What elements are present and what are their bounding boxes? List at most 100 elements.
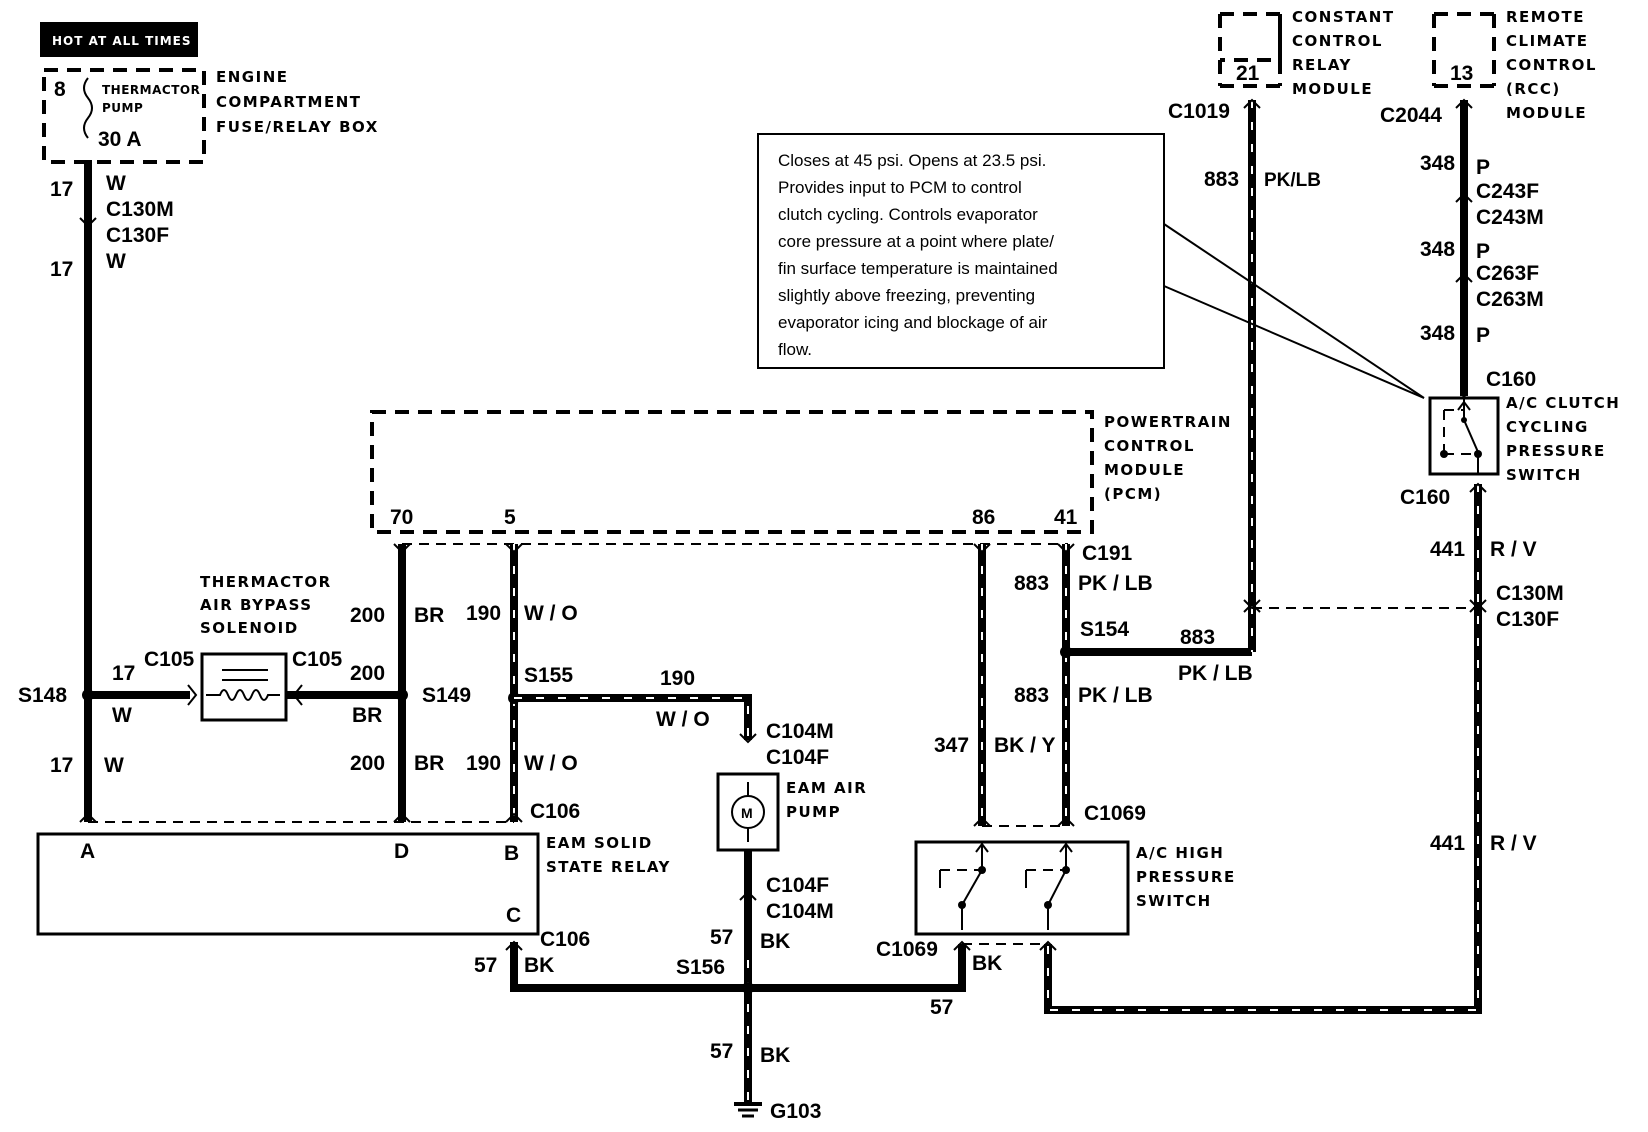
rcc-label-1: REMOTE xyxy=(1506,8,1585,26)
wire-57-label-c: 57 xyxy=(474,954,497,977)
wire-rv-label-a: R / V xyxy=(1490,538,1537,561)
ac-cycling-label-2: CYCLING xyxy=(1506,418,1589,436)
wire-883-label-b: 883 xyxy=(1014,684,1049,707)
c130f-label-left: C130F xyxy=(106,224,169,247)
wire-57-label-b: 57 xyxy=(710,1040,733,1063)
ac-cycling-label-3: PRESSURE xyxy=(1506,442,1606,460)
wire-p-label-b: P xyxy=(1476,240,1490,263)
wire-p-label-c: P xyxy=(1476,324,1490,347)
wire-883-label-c: 883 xyxy=(1180,626,1215,649)
relay-pin-d: D xyxy=(394,840,409,863)
c130m-label-right: C130M xyxy=(1496,582,1564,605)
wire-w-label-a: W xyxy=(106,172,126,195)
c160-label-upper: C160 xyxy=(1486,368,1536,391)
eam-pump-label-1: EAM AIR xyxy=(786,779,867,797)
pcm-label-4: (PCM) xyxy=(1104,485,1162,503)
wire-190-wo-to-pump xyxy=(514,694,752,740)
wire-190-label-c: 190 xyxy=(660,667,695,690)
eam-relay-label-2: STATE RELAY xyxy=(546,858,671,876)
relay-pin-c: C xyxy=(506,904,521,927)
pin70-terminal-icon xyxy=(393,543,411,554)
s155-label: S155 xyxy=(524,664,573,687)
wire-57-label-d: 57 xyxy=(930,996,953,1019)
c130m-label-left: C130M xyxy=(106,198,174,221)
wire-441-r-v xyxy=(1044,484,1482,1014)
rcc-label-4: (RCC) xyxy=(1506,80,1561,98)
c104-lower-icon xyxy=(739,890,757,901)
c160-lower-icon xyxy=(1469,482,1487,493)
crc-label-4: MODULE xyxy=(1292,80,1373,98)
relay-pin-b: B xyxy=(504,842,519,865)
switch-lower-right-icon xyxy=(1039,940,1057,951)
wire-17-label-a: 17 xyxy=(50,178,73,201)
wire-348-label-b: 348 xyxy=(1420,238,1455,261)
rcc-pin: 13 xyxy=(1450,62,1473,85)
c2044-icon xyxy=(1455,98,1473,109)
c1019-label: C1019 xyxy=(1168,100,1230,123)
wire-200-label-c: 200 xyxy=(350,662,385,685)
solenoid-label-2: AIR BYPASS xyxy=(200,596,313,614)
c104-upper-icon xyxy=(739,733,757,744)
wire-347-label: 347 xyxy=(934,734,969,757)
pin86-terminal-icon xyxy=(973,543,991,554)
s154-label: S154 xyxy=(1080,618,1129,641)
c104m-label-lower: C104M xyxy=(766,900,834,923)
note-line-6: slightly above freezing, preventing xyxy=(778,286,1035,305)
c1069-label-upper: C1069 xyxy=(1084,802,1146,825)
c105-label-right: C105 xyxy=(292,648,343,671)
wire-17-label-d: 17 xyxy=(50,754,73,777)
c105-right-icon xyxy=(292,684,303,706)
relay-pin-b-icon xyxy=(505,812,523,823)
c243-icon xyxy=(1455,192,1473,203)
wire-br-label-a: BR xyxy=(414,604,444,627)
c1069-upper-right-icon xyxy=(1057,816,1075,827)
c106-lower-icon xyxy=(505,940,523,951)
wire-190-label-a: 190 xyxy=(466,602,501,625)
wire-17-label-b: 17 xyxy=(50,258,73,281)
fuse-name-line2: PUMP xyxy=(102,101,143,115)
wire-bk-label-b: BK xyxy=(760,1044,790,1067)
pcm-pin-41: 41 xyxy=(1054,506,1078,529)
relay-pin-a: A xyxy=(80,840,95,863)
wire-200-label-b: 200 xyxy=(350,752,385,775)
c106-label-lower: C106 xyxy=(540,928,590,951)
wire-348-label-a: 348 xyxy=(1420,152,1455,175)
wire-bk-label-c: BK xyxy=(524,954,554,977)
wire-17-label-c: 17 xyxy=(112,662,135,685)
c104f-label-upper: C104F xyxy=(766,746,829,769)
hot-at-all-times-tag xyxy=(40,22,198,57)
pcm-pin-86: 86 xyxy=(972,506,995,529)
wire-rv-label-b: R / V xyxy=(1490,832,1537,855)
wire-br-label-c: BR xyxy=(352,704,382,727)
wire-pklb-label-b: PK / LB xyxy=(1078,684,1153,707)
wire-pklb-label-c: PK / LB xyxy=(1178,662,1253,685)
ac-high-label-3: SWITCH xyxy=(1136,892,1212,910)
relay-pin-d-icon xyxy=(393,812,411,823)
fuse-rating: 30 A xyxy=(98,128,142,151)
ac-cycling-label-4: SWITCH xyxy=(1506,466,1582,484)
c130-rv-icon-b xyxy=(1469,602,1487,613)
wire-wo-label-a: W / O xyxy=(524,602,578,625)
wire-883-label-d: 883 xyxy=(1204,168,1239,191)
crc-pin: 21 xyxy=(1236,62,1260,85)
wire-57-label-a: 57 xyxy=(710,926,733,949)
note-box xyxy=(757,133,1165,369)
wire-w-label-d: W xyxy=(104,754,124,777)
relay-pin-a-icon xyxy=(79,812,97,823)
ac-high-label-2: PRESSURE xyxy=(1136,868,1236,886)
c106-label-upper: C106 xyxy=(530,800,580,823)
c130f-label-right: C130F xyxy=(1496,608,1559,631)
pin41-terminal-icon xyxy=(1057,543,1075,554)
pressure-switch-contacts-icon xyxy=(939,842,1073,930)
wire-57-bk-relay xyxy=(510,942,748,992)
c263f-label: C263F xyxy=(1476,262,1539,285)
note-leader-2 xyxy=(1163,285,1425,399)
eam-solid-state-relay xyxy=(36,832,540,936)
solenoid-label-3: SOLENOID xyxy=(200,619,299,637)
rcc-label-2: CLIMATE xyxy=(1506,32,1589,50)
rcc-label-5: MODULE xyxy=(1506,104,1587,122)
wire-w-label-c: W xyxy=(112,704,132,727)
pcm-label-3: MODULE xyxy=(1104,461,1185,479)
fuse-box-label-1: ENGINE xyxy=(216,68,289,86)
ac-high-pressure-switch xyxy=(914,840,1130,936)
